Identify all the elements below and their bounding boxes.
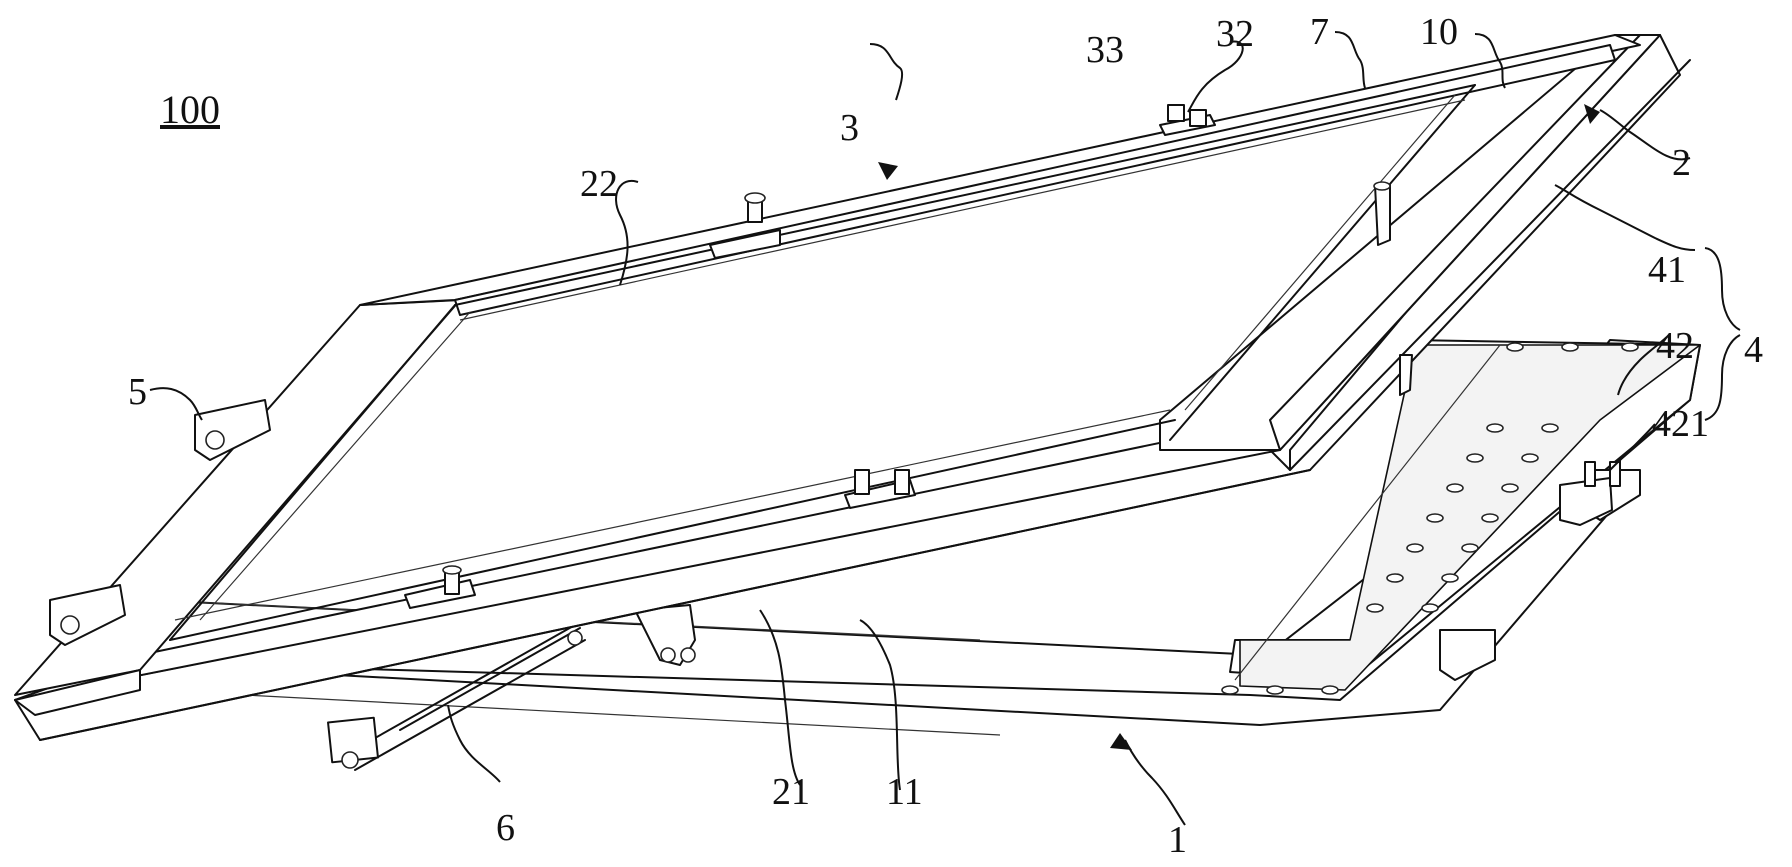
base-plate-holes — [1221, 342, 1639, 695]
label-42: 42 — [1656, 325, 1694, 367]
clamps — [49, 104, 1216, 646]
label-5: 5 — [128, 371, 147, 413]
label-32: 32 — [1216, 13, 1254, 55]
label-10: 10 — [1420, 11, 1458, 53]
part-labels: 100 1 2 3 4 5 6 7 10 11 21 22 32 33 41 4… — [128, 11, 1763, 861]
label-33: 33 — [1086, 29, 1124, 71]
clamp-front-left — [404, 565, 476, 609]
hinge-left — [49, 399, 271, 646]
label-21: 21 — [772, 771, 810, 813]
clamp-back-center — [709, 192, 781, 259]
gas-strut — [327, 624, 586, 771]
clamp-back-right — [1159, 104, 1216, 136]
arrowheads — [878, 104, 1600, 750]
label-4: 4 — [1744, 329, 1763, 371]
figure-number-label: 100 — [160, 87, 220, 132]
label-7: 7 — [1310, 11, 1329, 53]
label-1: 1 — [1168, 819, 1187, 861]
label-3: 3 — [840, 107, 859, 149]
locating-bracket — [1559, 461, 1621, 526]
label-22: 22 — [580, 163, 618, 205]
label-11: 11 — [886, 771, 923, 813]
clamp-front-center — [844, 469, 916, 509]
hinge-bracket — [634, 604, 696, 666]
label-2: 2 — [1672, 142, 1691, 184]
label-41: 41 — [1648, 249, 1686, 291]
label-421: 421 — [1652, 403, 1709, 445]
leader-lines — [149, 31, 1741, 826]
label-6: 6 — [496, 807, 515, 849]
